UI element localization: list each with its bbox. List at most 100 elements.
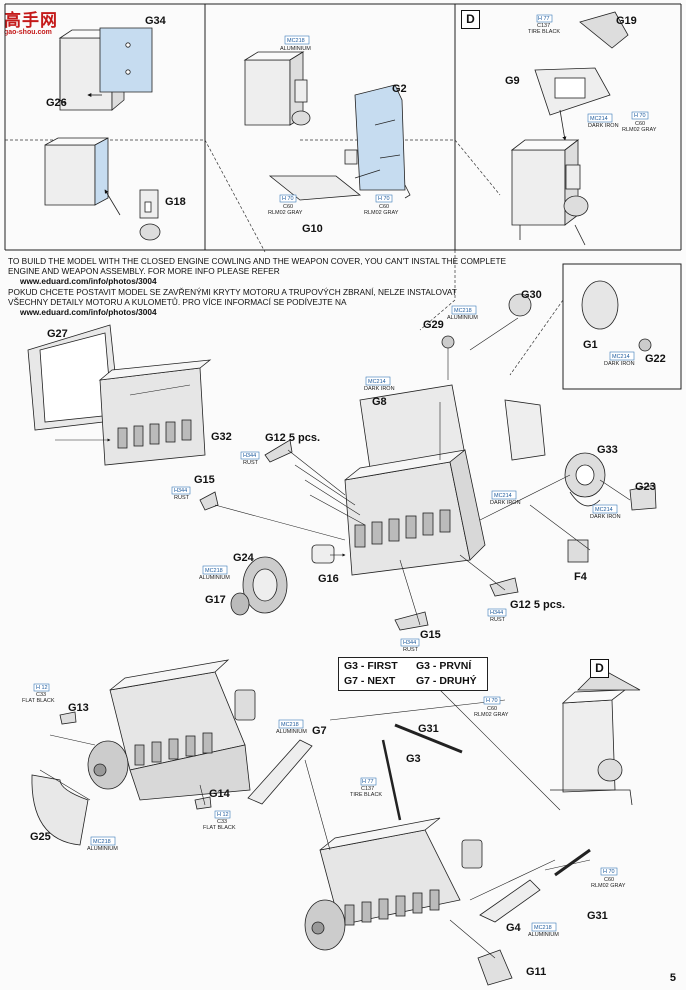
svg-text:C60: C60: [635, 121, 645, 127]
paint-h344-g12a: H344 RUST: [240, 451, 260, 466]
label-g3: G3: [406, 753, 421, 765]
svg-text:H344: H344: [490, 610, 503, 616]
label-g27: G27: [47, 328, 68, 340]
label-g31a: G31: [418, 723, 439, 735]
page-number: 5: [669, 972, 676, 984]
svg-text:MC214: MC214: [590, 116, 608, 122]
svg-text:MC218: MC218: [281, 722, 299, 728]
label-g15a: G15: [194, 474, 215, 486]
watermark-cn: 高手网: [4, 11, 58, 30]
label-g29: G29: [423, 319, 444, 331]
g7-arm: [247, 739, 313, 805]
g32-block: [99, 367, 206, 466]
g12-part-b: [489, 577, 519, 597]
svg-text:RUST: RUST: [403, 647, 419, 653]
paint-h77-g3: H 77 C137 TIRE BLACK: [350, 777, 382, 798]
svg-text:H344: H344: [403, 640, 416, 646]
svg-text:C60: C60: [379, 204, 389, 210]
svg-text:MC218: MC218: [205, 568, 223, 574]
g3-rod: [381, 739, 402, 821]
label-g30: G30: [521, 289, 542, 301]
svg-text:H 70: H 70: [634, 113, 646, 119]
g14-part: [194, 796, 212, 810]
svg-text:MC214: MC214: [612, 354, 630, 360]
label-g33: G33: [597, 444, 618, 456]
svg-text:FLAT BLACK: FLAT BLACK: [22, 698, 55, 704]
panel-1: [44, 27, 161, 241]
label-g7: G7: [312, 725, 327, 737]
paint-h12-g14: H 12 C33 FLAT BLACK: [203, 810, 236, 831]
part-labels: G34 G26 G18 G2 G10 G19 G9 G30 G29 G27 G1…: [30, 15, 666, 978]
paint-h70-g9: H 70 C60 RLM02 GRAY: [622, 111, 657, 133]
lower-left-engine: [31, 659, 256, 846]
main-leader-lines: [55, 317, 631, 626]
label-g14: G14: [209, 788, 231, 800]
paint-mc214-engine: MC214 DARK IRON: [490, 490, 521, 506]
g23-part: [629, 484, 657, 511]
svg-text:C60: C60: [487, 706, 497, 712]
svg-text:H 70: H 70: [378, 196, 390, 202]
svg-text:RUST: RUST: [243, 460, 259, 466]
paint-h12-g13: H 12 C33 FLAT BLACK: [22, 683, 55, 704]
svg-text:C60: C60: [283, 204, 293, 210]
svg-text:MC218: MC218: [93, 839, 111, 845]
svg-text:H344: H344: [174, 488, 187, 494]
f4-part: [567, 539, 589, 563]
label-g12a: G12 5 pcs.: [265, 432, 320, 444]
g11-part: [477, 949, 513, 986]
svg-text:H 12: H 12: [217, 812, 229, 818]
label-g24: G24: [233, 552, 255, 564]
g4-arm: [479, 879, 541, 923]
svg-text:H 77: H 77: [538, 16, 550, 22]
label-f4: F4: [574, 571, 588, 583]
paint-mc214-g22: MC214 DARK IRON: [604, 351, 635, 367]
svg-text:DARK IRON: DARK IRON: [604, 361, 635, 367]
paint-mc218-g29: MC218 ALUMINIUM: [447, 305, 478, 321]
label-g16: G16: [318, 573, 339, 585]
label-g13: G13: [68, 702, 89, 714]
paint-callouts: MC218 ALUMINIUM H 70 C60 RLM02 GRAY H 70…: [22, 14, 657, 938]
label-g17: G17: [205, 594, 226, 606]
label-g1: G1: [583, 339, 598, 351]
svg-text:C137: C137: [361, 786, 374, 792]
label-g31b: G31: [587, 910, 608, 922]
paint-h77-g19: H 77 C137 TIRE BLACK: [528, 14, 560, 35]
svg-text:H 70: H 70: [486, 698, 498, 704]
svg-text:H 12: H 12: [36, 685, 48, 691]
g18-mount-face: [94, 137, 109, 206]
g19-part: [579, 11, 629, 49]
svg-text:RUST: RUST: [490, 617, 506, 623]
note-cz-line2: VŠECHNY DETAILY MOTORU A KULOMETŮ. PRO V…: [8, 296, 347, 307]
sequence-box: G3 - FIRST G3 - PRVNÍ G7 - NEXT G7 - DRU…: [338, 657, 488, 691]
svg-text:ALUMINIUM: ALUMINIUM: [280, 46, 311, 52]
paint-mc218-g11: MC218 ALUMINIUM: [528, 922, 559, 938]
label-g32: G32: [211, 431, 232, 443]
svg-text:DARK IRON: DARK IRON: [490, 500, 521, 506]
g10-part: [268, 175, 362, 201]
g29-part: [441, 335, 455, 349]
seq-next-en: G7 - NEXT: [344, 675, 396, 687]
svg-text:MC218: MC218: [287, 38, 305, 44]
paint-mc218-g7: MC218 ALUMINIUM: [276, 719, 307, 735]
note-url-2[interactable]: www.eduard.com/info/photos/3004: [20, 307, 157, 318]
label-g34: G34: [145, 15, 167, 27]
svg-text:ALUMINIUM: ALUMINIUM: [199, 575, 230, 581]
paint-h344-g15a: H344 RUST: [171, 486, 191, 501]
svg-text:H344: H344: [243, 453, 256, 459]
paint-h70-g10a: H 70 C60 RLM02 GRAY: [268, 194, 303, 216]
paint-h344-g12b: H344 RUST: [487, 608, 507, 623]
svg-text:DARK IRON: DARK IRON: [590, 514, 621, 520]
g17-gear: [230, 592, 250, 616]
note-url-1[interactable]: www.eduard.com/info/photos/3004: [20, 276, 157, 287]
panel-3: [510, 11, 629, 246]
label-g18: G18: [165, 196, 186, 208]
svg-text:RLM02 GRAY: RLM02 GRAY: [268, 210, 303, 216]
svg-text:ALUMINIUM: ALUMINIUM: [87, 846, 118, 852]
svg-text:TIRE BLACK: TIRE BLACK: [350, 792, 382, 798]
paint-h70-g10b: H 70 C60 RLM02 GRAY: [364, 194, 399, 216]
paint-h70-g31: H 70 C60 RLM02 GRAY: [474, 696, 509, 718]
label-g11: G11: [526, 966, 546, 978]
svg-text:MC218: MC218: [454, 308, 472, 314]
svg-text:RLM02 GRAY: RLM02 GRAY: [622, 127, 657, 133]
